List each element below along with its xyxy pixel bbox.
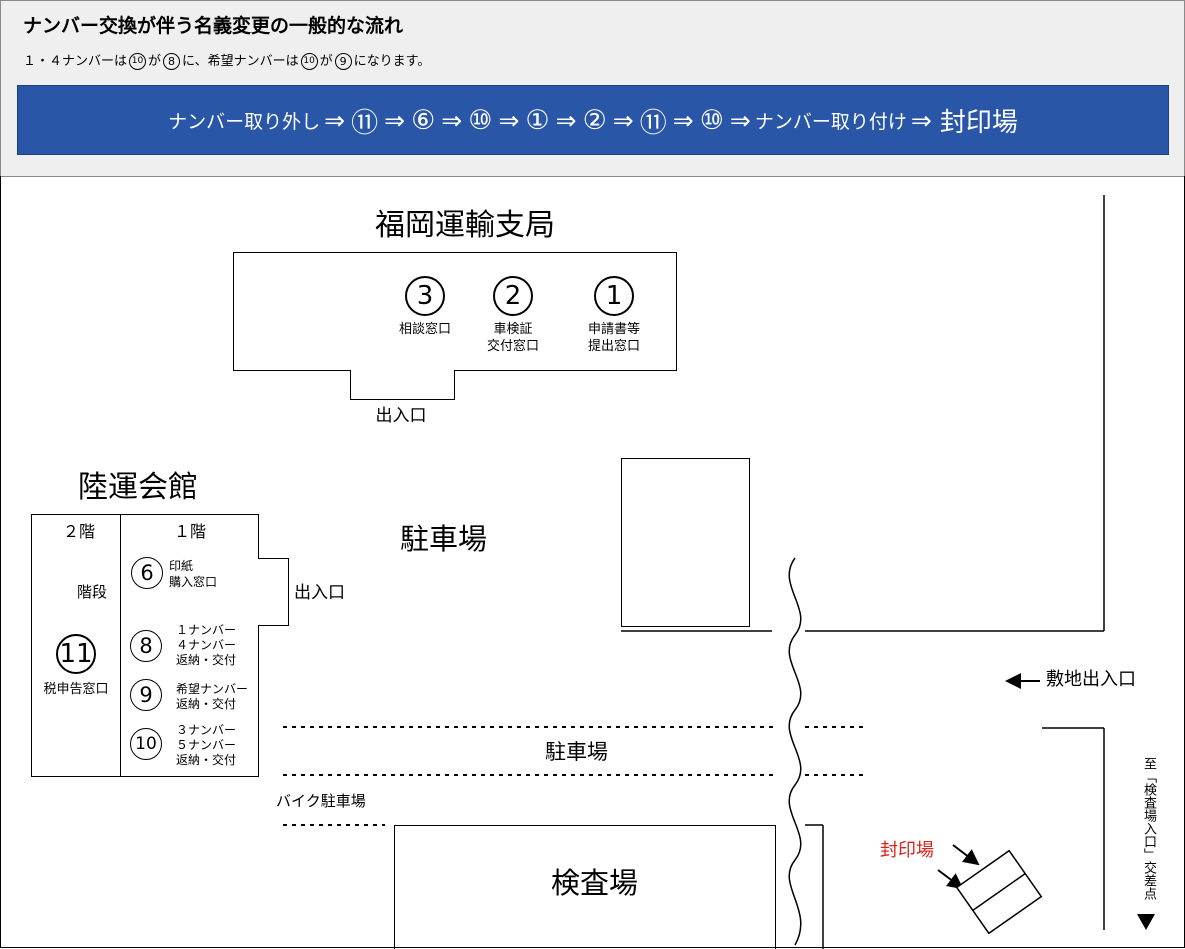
window-9-label: 返納・交付 — [176, 697, 237, 711]
flow-arrow: ⇒ — [324, 105, 346, 135]
seal-arrow-icon — [937, 869, 964, 890]
direction-label: 至「検査場入口」交差点 — [1141, 757, 1156, 900]
window-1-number: 1 — [594, 276, 634, 316]
window-6-label: 購入窓口 — [169, 575, 218, 589]
stairs-label: 階段 — [77, 583, 108, 601]
flow-arrow: ⇒ — [555, 105, 577, 135]
window-3-label: 相談窓口 — [398, 322, 451, 337]
site-entrance-label: 敷地出入口 — [1046, 669, 1136, 690]
window-11-number: 11 — [56, 634, 96, 674]
window-1-label: 提出窓口 — [587, 339, 640, 354]
rikuun-entrance-label: 出入口 — [294, 583, 345, 603]
window-2-label: 交付窓口 — [486, 339, 539, 354]
window-10-number: 10 — [130, 728, 162, 760]
page-title: ナンバー交換が伴う名義変更の一般的な流れ — [23, 15, 404, 37]
note-text: １・４ナンバーは — [23, 53, 128, 69]
window-8-label: ４ナンバー — [176, 638, 237, 652]
note-text: に、希望ナンバーは — [182, 53, 299, 69]
window-2-number: 2 — [493, 276, 533, 316]
note-circled-number: 8 — [163, 53, 181, 70]
window-1-label: 申請書等 — [587, 322, 640, 337]
floor-divider — [120, 514, 121, 777]
inspection-label: 検査場 — [551, 866, 639, 900]
window-6-number: 6 — [131, 557, 163, 589]
flow-arrow: ⇒ — [498, 105, 520, 135]
window-8-label: １ナンバー — [176, 623, 237, 637]
parking-lower-label: 駐車場 — [545, 740, 608, 764]
note-text: になります。 — [353, 53, 431, 69]
flow-arrow: ⇒ — [612, 105, 634, 135]
window-2-label: 車検証 — [493, 322, 533, 337]
flow-step: ⑩ — [699, 104, 724, 136]
seal-area-label: 封印場 — [880, 840, 934, 861]
window-10-label: ３ナンバー — [176, 723, 237, 737]
header-note: １・４ナンバーは 10 が 8 に、希望ナンバーは 10 が 9 になります。 — [23, 53, 430, 70]
flow-step: ② — [582, 104, 607, 136]
flow-end-label: 封印場 — [939, 107, 1018, 138]
flow-step: ⑪ — [351, 107, 379, 139]
window-8-label: 返納・交付 — [176, 653, 237, 667]
window-8-number: 8 — [130, 630, 162, 662]
seal-arrow-icon — [952, 844, 980, 866]
flow-arrow: ⇒ — [910, 105, 932, 135]
window-9-label: 希望ナンバー — [176, 682, 249, 696]
bike-parking-label: バイク駐車場 — [276, 792, 366, 810]
flow-arrow: ⇒ — [729, 105, 751, 135]
flow-step: ① — [525, 104, 550, 136]
rikuun-title: 陸運会館 — [78, 470, 198, 505]
note-circled-number: 9 — [334, 53, 352, 70]
window-3-number: 3 — [405, 276, 445, 316]
flow-attach-label: ナンバー取り付け — [754, 110, 907, 133]
note-circled-number: 10 — [300, 53, 318, 70]
note-circled-number: 10 — [129, 53, 147, 70]
flow-arrow: ⇒ — [672, 105, 694, 135]
flow-start-label: ナンバー取り外し — [168, 110, 321, 133]
window-10-label: ５ナンバー — [176, 738, 237, 752]
fukuoka-entrance-label: 出入口 — [375, 406, 427, 426]
window-10-label: 返納・交付 — [176, 753, 237, 767]
parking-main-label: 駐車場 — [400, 522, 488, 556]
floor-2-label: ２階 — [62, 522, 95, 541]
note-text: が — [148, 53, 162, 69]
flow-arrow: ⇒ — [384, 105, 406, 135]
seal-booth-shape — [955, 849, 1043, 935]
note-text: が — [319, 53, 333, 69]
window-6-label: 印紙 — [169, 559, 194, 573]
fukuoka-entrance-box — [350, 370, 455, 400]
window-9-number: 9 — [130, 679, 162, 711]
floor-1-label: １階 — [173, 522, 206, 541]
direction-triangle-icon — [1137, 914, 1155, 930]
flow-step: ⑪ — [639, 107, 667, 139]
inspection-building — [394, 825, 776, 949]
map-break-line — [788, 557, 802, 946]
window-11-label: 税申告窓口 — [43, 682, 109, 697]
flow-arrow: ⇒ — [441, 105, 463, 135]
building-block — [621, 458, 750, 627]
procedure-flow-bar: ナンバー取り外し ⇒ ⑪ ⇒ ⑥ ⇒ ⑩ ⇒ ① ⇒ ② ⇒ ⑪ ⇒ ⑩ ⇒ ナ… — [17, 85, 1169, 155]
flow-step: ⑥ — [411, 104, 436, 136]
fukuoka-title: 福岡運輸支局 — [375, 208, 555, 243]
flow-step: ⑩ — [468, 104, 493, 136]
rikuun-entrance-box — [258, 558, 289, 626]
